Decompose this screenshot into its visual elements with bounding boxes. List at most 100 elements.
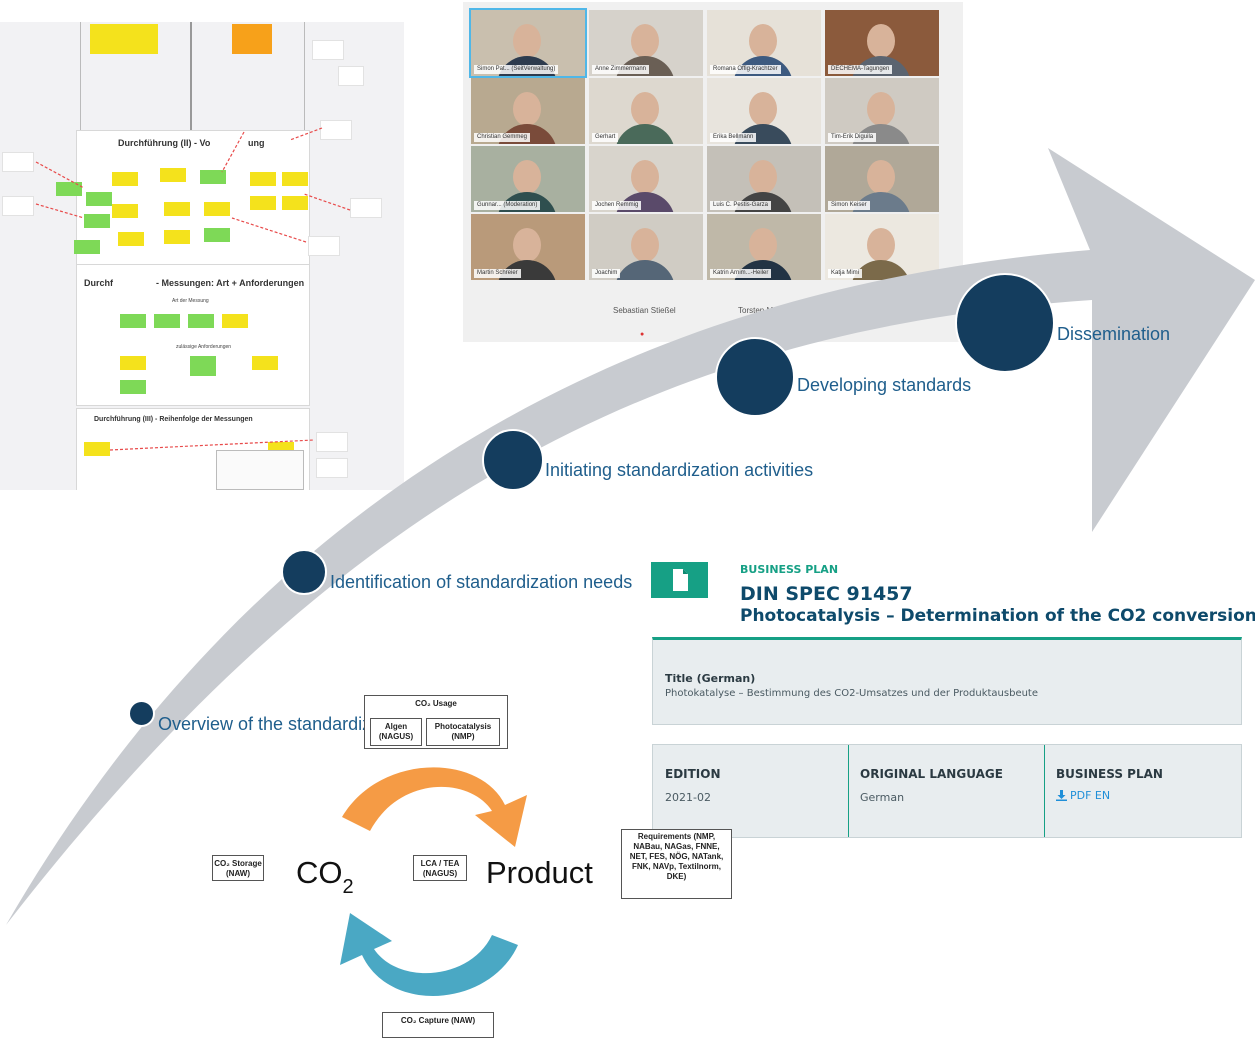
participant-face (513, 228, 541, 262)
whiteboard-heading: Durchführung (II) - Vo (118, 138, 211, 148)
co2-capture-box: CO₂ Capture (NAW) (382, 1012, 494, 1038)
column-divider (848, 745, 849, 837)
participant-video-tile[interactable]: Simon Pat... (SeitVerwaltung) (469, 8, 587, 78)
comment-card (320, 120, 352, 140)
swimlane-divider (304, 22, 305, 132)
edition-value: 2021-02 (665, 791, 711, 804)
sticky-note (250, 196, 276, 210)
stage-label: Developing standards (797, 375, 972, 395)
sticky-note (118, 232, 144, 246)
participant-face (631, 160, 659, 194)
co2-storage-box: CO₂ Storage (NAW) (212, 855, 264, 881)
participant-video-tile[interactable]: Tim-Erik Diguila (825, 78, 939, 144)
whiteboard-section-2 (76, 264, 310, 406)
requirements-box: Requirements (NMP, NABau, NAGas, FNNE, N… (621, 829, 732, 899)
whiteboard-connectors (35, 127, 351, 451)
stage-label: Identification of standardization needs (330, 572, 633, 592)
participant-video-tile[interactable]: Romana Offig-Krachtzer (707, 10, 821, 76)
stage-marker (128, 700, 155, 727)
participant-video-tile[interactable]: Gunnar... (Moderation) (471, 146, 585, 212)
sticky-note (190, 356, 216, 376)
participant-face (749, 92, 777, 126)
co2-label: CO2 (296, 855, 354, 898)
participant-body (615, 260, 675, 280)
german-title-label: Title (German) (665, 672, 756, 685)
participant-face (867, 92, 895, 126)
stage-marker (715, 337, 795, 417)
sticky-note (250, 172, 276, 186)
participant-face (513, 160, 541, 194)
photocatalysis-box: Photocatalysis (NMP) (426, 718, 500, 746)
participant-video-tile[interactable]: Simon Keiser (825, 146, 939, 212)
stage-marker (482, 429, 544, 491)
sticky-note (282, 172, 308, 186)
whiteboard-subheading: Art der Messung (172, 298, 209, 304)
sticky-note (90, 24, 158, 54)
algen-box: Algen (NAGUS) (370, 718, 422, 746)
participant-name-tag: Jochen Remmig (592, 201, 642, 210)
participant-face (749, 160, 777, 194)
sticky-note (112, 204, 138, 218)
participant-video-tile[interactable]: Anne Zimmermann (589, 10, 703, 76)
product-label: Product (486, 855, 593, 890)
participant-name-tag: Gunnar... (Moderation) (474, 201, 541, 210)
standard-number: DIN SPEC 91457 (740, 583, 913, 605)
co2-usage-title: CO₂ Usage (415, 699, 457, 708)
sticky-note (120, 356, 146, 370)
participant-name-tag: Katrin Arnim...-Heiler (710, 269, 772, 278)
comment-card (338, 66, 364, 86)
participant-video-tile[interactable]: Erika Bellmann (707, 78, 821, 144)
whiteboard-screenshot: Durchführung (II) - Vo ung Durchf - Mess… (0, 22, 404, 490)
participant-video-tile[interactable]: Katrin Arnim...-Heiler (707, 214, 821, 280)
participant-video-tile[interactable]: Luis C. Pestis-Garza (707, 146, 821, 212)
pdf-download-link[interactable]: PDF EN (1056, 789, 1110, 802)
whiteboard-subheading: zulässige Anforderungen (176, 344, 232, 350)
participant-face (867, 24, 895, 58)
sticky-note (112, 172, 138, 186)
comment-card (312, 40, 344, 60)
microphone-muted-icon: ● (640, 331, 645, 338)
sticky-note (232, 24, 272, 54)
sticky-note (222, 314, 248, 328)
whiteboard-heading: - Messungen: Art + Anforderungen (156, 278, 305, 288)
sticky-note (252, 356, 278, 370)
comment-card (316, 432, 348, 452)
download-icon (1056, 790, 1067, 801)
roadmap-arrow-shape (6, 148, 1255, 925)
whiteboard-heading: Durchführung (III) - Reihenfolge der Mes… (94, 416, 253, 423)
participant-name-tag: Martin Schreier (474, 269, 521, 278)
business-plan-label: BUSINESS PLAN (1056, 767, 1163, 781)
participant-name: Sebastian Stießel (613, 306, 676, 315)
participant-body (851, 260, 911, 280)
participant-name-tag: Simon Keiser (828, 201, 870, 210)
participant-video-tile[interactable]: Katja Mimi (825, 214, 939, 280)
stage-marker (955, 273, 1055, 373)
participant-name-tag: Tim-Erik Diguila (828, 133, 877, 142)
participant-video-tile[interactable]: Joachim (589, 214, 703, 280)
participant-name-tag: DECHEMA-Tagungen (828, 65, 893, 74)
german-title-box: Title (German) Photokatalyse – Bestimmun… (652, 637, 1242, 725)
sticky-note (282, 196, 308, 210)
whiteboard-heading: Durchf (84, 278, 113, 288)
sticky-note (120, 314, 146, 328)
participant-video-tile[interactable]: Gerhart (589, 78, 703, 144)
standard-details-box: EDITION 2021-02 ORIGINAL LANGUAGE German… (652, 744, 1242, 838)
blue-cycle-arrow (340, 913, 518, 996)
edition-label: EDITION (665, 767, 721, 781)
swimlane-divider (190, 22, 192, 132)
sticky-note (160, 168, 186, 182)
participant-video-tile[interactable]: Martin Schreier (471, 214, 585, 280)
sticky-note (120, 380, 146, 394)
participant-face (749, 24, 777, 58)
column-divider (1044, 745, 1045, 837)
orange-cycle-arrow (342, 767, 527, 847)
swimlane-divider (80, 22, 81, 132)
participant-video-tile[interactable]: Christian Gemmeg (471, 78, 585, 144)
participant-video-tile[interactable]: Jochen Remmig (589, 146, 703, 212)
participant-name-tag: Gerhart (592, 133, 619, 142)
participant-video-tile[interactable]: DECHEMA-Tagungen (825, 10, 939, 76)
business-plan-kicker: BUSINESS PLAN (740, 563, 839, 576)
stage-label: Initiating standardization activities (545, 460, 814, 480)
participant-name-tag: Joachim (592, 269, 621, 278)
sticky-note (204, 202, 230, 216)
